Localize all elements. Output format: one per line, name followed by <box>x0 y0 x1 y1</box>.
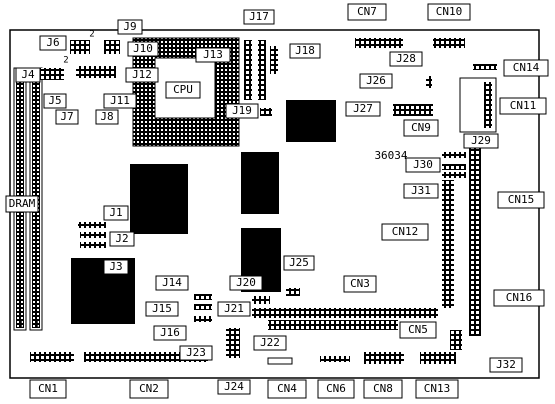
label-j16: J16 <box>160 326 180 339</box>
label-j23: J23 <box>186 346 206 359</box>
label-cn15: CN15 <box>508 193 535 206</box>
label-j1: J1 <box>109 206 122 219</box>
label-j7: J7 <box>60 110 73 123</box>
label-j12: J12 <box>132 68 152 81</box>
label-j20: J20 <box>236 276 256 289</box>
label-cn5: CN5 <box>408 323 428 336</box>
j5-pin2-marker: 2 <box>63 56 68 66</box>
label-cn14: CN14 <box>513 61 540 74</box>
label-cn3: CN3 <box>350 277 370 290</box>
label-j29: J29 <box>471 134 491 147</box>
label-j4: J4 <box>21 68 35 81</box>
label-j24: J24 <box>224 380 244 393</box>
ic-chips <box>71 100 336 324</box>
label-j32: J32 <box>496 358 516 371</box>
label-cn8: CN8 <box>373 382 393 395</box>
label-j13: J13 <box>203 48 223 61</box>
label-cn1: CN1 <box>38 382 58 395</box>
label-j28: J28 <box>396 52 416 65</box>
dram-label: DRAM <box>9 197 36 210</box>
label-j18: J18 <box>295 44 315 57</box>
label-j14: J14 <box>162 276 182 289</box>
dram-pin1-marker-b: 1 <box>34 321 39 331</box>
label-j31: J31 <box>411 184 431 197</box>
label-cn12: CN12 <box>392 225 419 238</box>
label-j19: J19 <box>232 104 252 117</box>
label-cn9: CN9 <box>411 121 431 134</box>
label-cn10: CN10 <box>436 5 463 18</box>
cpu-label-box <box>165 81 201 99</box>
label-cn16: CN16 <box>506 291 533 304</box>
connector-labels: CN7 CN10 CN14 CN11 CN9 CN15 CN12 CN16 CN… <box>29 3 549 399</box>
headers <box>30 38 497 365</box>
label-j2: J2 <box>115 232 128 245</box>
label-cn6: CN6 <box>326 382 346 395</box>
board-code: 36034 <box>374 149 407 162</box>
label-j27: J27 <box>353 102 373 115</box>
label-j6: J6 <box>46 36 59 49</box>
label-cn7: CN7 <box>357 5 377 18</box>
label-j17: J17 <box>249 10 269 23</box>
label-j26: J26 <box>366 74 386 87</box>
label-j11: J11 <box>110 94 130 107</box>
label-j22: J22 <box>260 336 280 349</box>
dram-pin1-marker: 1 <box>18 321 23 331</box>
label-cn4: CN4 <box>277 382 297 395</box>
cpu-label: CPU <box>173 83 193 96</box>
label-cn2: CN2 <box>139 382 159 395</box>
label-cn11: CN11 <box>510 99 537 112</box>
j9-pin2-marker: 2 <box>89 30 94 40</box>
label-j10: J10 <box>133 42 153 55</box>
label-j21: J21 <box>224 302 244 315</box>
dram-label-box <box>5 195 39 213</box>
label-j30: J30 <box>413 158 433 171</box>
label-j25: J25 <box>289 256 309 269</box>
label-j15: J15 <box>152 302 172 315</box>
jumper-labels: J6 J9 J10 J13 J17 J18 J4 J12 J5 J11 J7 J… <box>15 9 523 395</box>
label-j9: J9 <box>123 20 136 33</box>
label-j3: J3 <box>109 260 122 273</box>
label-cn13: CN13 <box>424 382 451 395</box>
label-j8: J8 <box>100 110 113 123</box>
label-j5: J5 <box>48 94 61 107</box>
